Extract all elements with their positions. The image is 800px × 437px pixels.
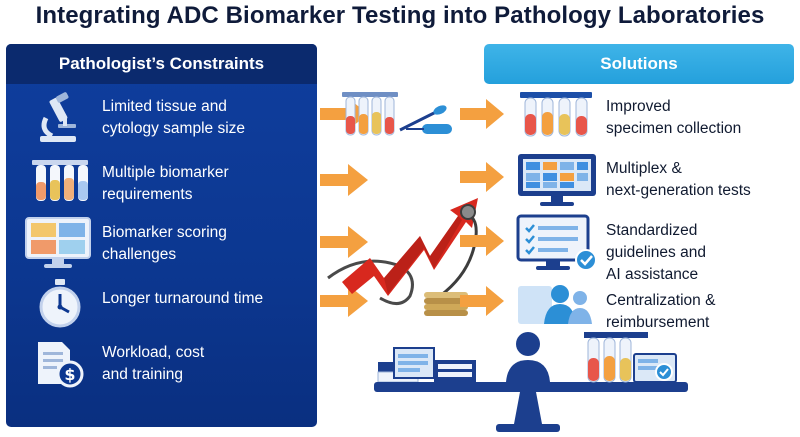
arrow-right-icon (320, 98, 368, 130)
constraints-header: Pathologist’s Constraints (6, 44, 317, 84)
swab-icon (396, 102, 458, 136)
monitor-slides-icon (24, 216, 92, 270)
arrow-right-icon (460, 99, 504, 129)
microscope-icon (30, 92, 88, 144)
sample-tubes-icon (342, 92, 398, 138)
solution-1-line-2: specimen collection (606, 120, 742, 137)
arrow-right-icon (460, 286, 504, 316)
svg-text:$: $ (64, 365, 75, 384)
solutions-header: Solutions (484, 44, 794, 84)
constraint-1-line-1: Limited tissue and (102, 98, 227, 115)
solution-2-line-2: next-generation tests (606, 182, 751, 199)
page-title: Integrating ADC Biomarker Testing into P… (35, 2, 765, 29)
solution-2-line-1: Multiplex & (606, 160, 682, 177)
constraint-2-line-1: Multiple biomarker (102, 164, 229, 181)
constraint-5-line-2: and training (102, 366, 184, 383)
constraint-2-line-2: requirements (102, 186, 193, 203)
constraint-4-line-1: Longer turnaround time (102, 290, 264, 307)
arrow-right-icon (320, 226, 368, 258)
arrow-right-icon (320, 285, 368, 317)
balance-scale-icon (372, 328, 690, 434)
people-icon (516, 280, 598, 328)
monitor-grid-icon (516, 152, 598, 208)
solution-3-line-1: Standardized (606, 222, 698, 239)
checklist-monitor-icon (516, 214, 598, 274)
solution-3-line-2: guidelines and (606, 244, 706, 261)
constraint-3-line-2: challenges (102, 246, 177, 263)
solution-4-line-2: reimbursement (606, 314, 710, 331)
test-tubes-icon (520, 92, 592, 140)
coins-icon (420, 288, 472, 322)
document-dollar-icon: $ (34, 340, 84, 388)
arrow-right-icon (460, 226, 504, 256)
solution-3-line-3: AI assistance (606, 266, 699, 283)
test-tubes-icon (32, 160, 88, 204)
arrow-right-icon (320, 164, 368, 196)
constraint-5-line-1: Workload, cost (102, 344, 205, 361)
constraint-1-line-2: cytology sample size (102, 120, 246, 137)
stopwatch-icon (38, 279, 82, 329)
arrow-right-icon (460, 162, 504, 192)
solution-4-line-1: Centralization & (606, 292, 716, 309)
solution-1-line-1: Improved (606, 98, 671, 115)
constraint-3-line-1: Biomarker scoring (102, 224, 227, 241)
